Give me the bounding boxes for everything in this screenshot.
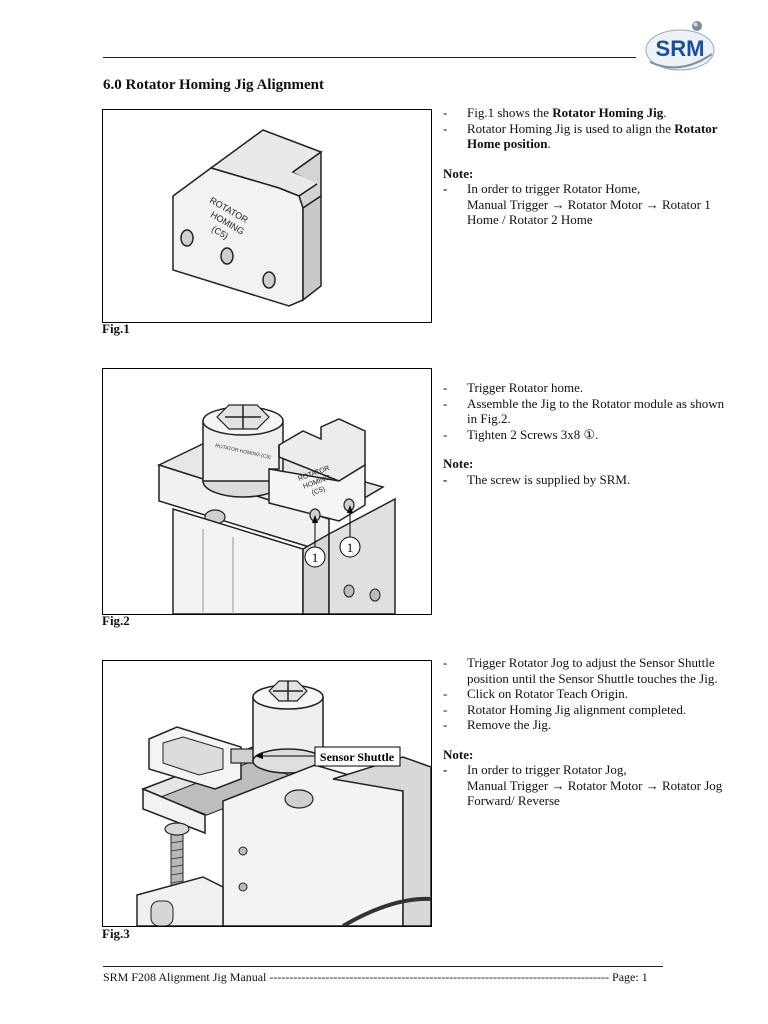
note-text: In order to trigger Rotator Home, Manual… <box>467 181 711 227</box>
bold-phrase: Rotator Home position <box>467 120 718 152</box>
footer-rule <box>103 966 663 967</box>
callout-1b: 1 <box>347 540 354 555</box>
bullet-item: - Fig.1 shows the Rotator Homing Jig. <box>443 105 733 121</box>
srm-logo: SRM <box>640 18 720 74</box>
text-run: Assemble the Jig to the Rotator module a… <box>467 395 725 427</box>
text-run: Rotator Homing Jig is used to align the <box>467 120 675 136</box>
figure-2-label: Fig.2 <box>102 613 130 628</box>
text-run: Trigger Rotator home. <box>467 380 584 395</box>
text-run: Remove the Jig. <box>467 717 552 732</box>
bullet-dash: - <box>443 105 448 120</box>
sensor-shuttle-callout: Sensor Shuttle <box>320 750 395 764</box>
figure-2-image: ROTATOR HOMING (C5) ROTATOR HOMING (C5) … <box>102 368 432 615</box>
bullet-text: Trigger Rotator home. <box>467 380 733 396</box>
page-footer: SRM F208 Alignment Jig Manual ----------… <box>103 970 663 985</box>
note-dash: - <box>443 181 448 196</box>
bullet-text: Assemble the Jig to the Rotator module a… <box>467 396 733 427</box>
block-3-text: - Trigger Rotator Jog to adjust the Senso… <box>443 655 733 809</box>
note-title: Note: <box>443 456 474 471</box>
footer-fill: ----------------------------------------… <box>269 970 610 984</box>
section-title: 6.0 Rotator Homing Jig Alignment <box>103 77 324 93</box>
bullet-dash: - <box>443 655 448 670</box>
bullet-dash: - <box>443 701 448 717</box>
bullet-item: - Click on Rotator Teach Origin. <box>443 686 733 702</box>
bullet-dash: - <box>443 120 448 136</box>
text-run: . <box>547 136 551 151</box>
bullet-dash: - <box>443 380 448 395</box>
bullet-item: - Trigger Rotator Jog to adjust the Senso… <box>443 655 733 686</box>
bullet-item: - Remove the Jig. <box>443 717 733 733</box>
bullet-text: Fig.1 shows the Rotator Homing Jig. <box>467 105 733 121</box>
block-1-text: - Fig.1 shows the Rotator Homing Jig. - Rot… <box>443 105 733 228</box>
jig2-engraving-line-3: (C5) <box>311 486 326 497</box>
bullet-dash: - <box>443 686 448 701</box>
callout-1a: 1 <box>312 550 319 565</box>
bullet-dash: - <box>443 426 448 442</box>
figure-1-label: Fig.1 <box>102 321 130 336</box>
bullet-text: Remove the Jig. <box>467 717 733 733</box>
bullet-text: Click on Rotator Teach Origin. <box>467 686 733 702</box>
logo-text: SRM <box>656 36 705 61</box>
note-dash: - <box>443 762 448 777</box>
figure-1-image: ROTATOR HOMING (C5) <box>102 109 432 323</box>
bullet-item: - Rotator Homing Jig alignment completed. <box>443 702 733 718</box>
header-rule <box>103 57 636 58</box>
bullet-item: - Trigger Rotator home. <box>443 380 733 396</box>
text-run: Rotator Homing Jig alignment completed. <box>467 701 687 717</box>
note-text: In order to trigger Rotator Jog, Manual … <box>467 762 723 808</box>
bullet-item: - Rotator Homing Jig is used to align the… <box>443 121 733 152</box>
note-item: - In order to trigger Rotator Jog, Manual… <box>443 762 733 809</box>
bold-phrase: Rotator Homing Jig <box>552 105 664 120</box>
note-item: - In order to trigger Rotator Home, Manua… <box>443 181 733 228</box>
bullet-text: Trigger Rotator Jog to adjust the Sensor… <box>467 655 733 686</box>
text-run: . <box>663 105 667 120</box>
bullet-item: - Assemble the Jig to the Rotator module … <box>443 396 733 427</box>
bullet-dash: - <box>443 395 448 411</box>
text-run: Click on Rotator Teach Origin. <box>467 686 628 701</box>
note-item: - The screw is supplied by SRM. <box>443 472 733 488</box>
text-run: Tighten 2 Screws 3x8 ①. <box>467 426 599 442</box>
note-dash: - <box>443 471 448 487</box>
note-text: The screw is supplied by SRM. <box>467 471 631 487</box>
figure-3-label: Fig.3 <box>102 926 130 941</box>
footer-title: SRM F208 Alignment Jig Manual <box>103 970 267 984</box>
bullet-text: Tighten 2 Screws 3x8 ①. <box>467 427 733 443</box>
bullet-text: Rotator Homing Jig is used to align the … <box>467 121 733 152</box>
bullet-dash: - <box>443 717 448 732</box>
text-run: Trigger Rotator Jog to adjust the Sensor… <box>467 655 718 686</box>
figure-3-image: Sensor Shuttle <box>102 660 432 927</box>
text-run: Fig.1 shows the <box>467 105 553 120</box>
note-title: Note: <box>443 746 474 762</box>
bullet-item: - Tighten 2 Screws 3x8 ①. <box>443 427 733 443</box>
note-title: Note: <box>443 165 474 181</box>
block-2-text: - Trigger Rotator home. - Assemble the Jig … <box>443 380 733 487</box>
bullet-text: Rotator Homing Jig alignment completed. <box>467 702 733 718</box>
footer-page: Page: 1 <box>612 970 648 984</box>
